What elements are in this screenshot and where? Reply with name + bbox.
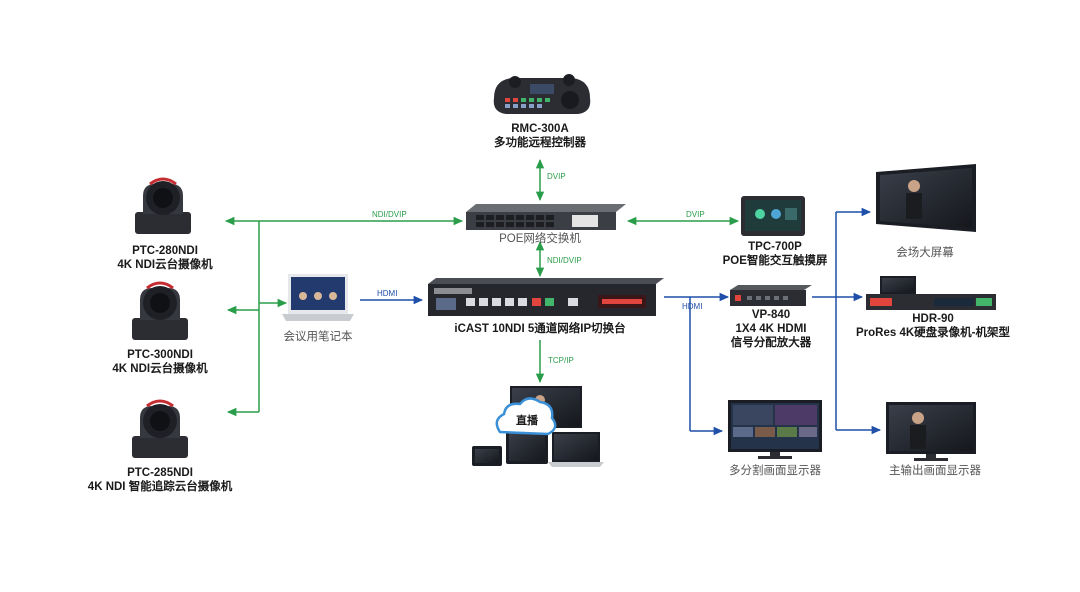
conn-label-switch-touch: DVIP	[686, 210, 705, 219]
big-screen-label: 会场大屏幕	[896, 247, 954, 259]
vp840-label: VP-840 1X4 4K HDMI 信号分配放大器	[706, 308, 836, 350]
cam3-model: PTC-285NDI	[127, 467, 193, 479]
conn-label-switch-icast: NDI/DVIP	[547, 256, 582, 265]
touch-panel-label: TPC-700P POE智能交互触摸屏	[700, 240, 850, 268]
link-vp840-outputs	[812, 207, 882, 435]
cam3-label: PTC-285NDI 4K NDI 智能追踪云台摄像机	[70, 466, 250, 494]
controller-label: RMC-300A 多功能远程控制器	[470, 122, 610, 150]
cam1-desc: 4K NDI云台摄像机	[117, 259, 213, 271]
laptop-label: 会议用笔记本	[283, 331, 353, 343]
link-cameras-switch	[224, 216, 464, 417]
conn-label-icast-vp840: HDMI	[682, 302, 703, 311]
ptz-camera-icon-2	[132, 281, 188, 340]
hdr90-model: HDR-90	[912, 313, 954, 325]
monitor-icon-main-output	[886, 402, 976, 461]
conn-label-laptop-icast: HDMI	[377, 289, 398, 298]
icast-label: iCAST 10NDI 5通道网络IP切换台	[454, 323, 626, 335]
cam2-desc: 4K NDI云台摄像机	[112, 363, 208, 375]
touch-panel-icon	[741, 196, 805, 236]
cam2-model: PTC-300NDI	[127, 349, 193, 361]
hdr90-desc: ProRes 4K硬盘录像机-机架型	[856, 327, 1010, 339]
conn-label-cameras-switch: NDI/DVIP	[372, 210, 407, 219]
link-icast-vp840	[664, 292, 730, 436]
main-output-label: 主输出画面显示器	[889, 465, 981, 477]
cam1-label: PTC-280NDI 4K NDI云台摄像机	[90, 244, 240, 272]
controller-icon	[493, 74, 591, 114]
switch-label: POE网络交换机	[499, 233, 581, 245]
hdr90-label: HDR-90 ProRes 4K硬盘录像机-机架型	[838, 312, 1028, 340]
video-switcher-icon	[428, 278, 664, 316]
controller-desc: 多功能远程控制器	[494, 137, 586, 149]
controller-model: RMC-300A	[511, 123, 569, 135]
network-switch-icon	[466, 204, 626, 230]
conn-label-icast-stream: TCP/IP	[548, 356, 574, 365]
multiview-label: 多分割画面显示器	[729, 465, 821, 477]
recorder-icon	[866, 276, 996, 310]
monitor-icon-big-screen	[876, 164, 976, 232]
vp840-model: VP-840	[751, 309, 791, 321]
touch-panel-desc: POE智能交互触摸屏	[722, 255, 828, 267]
laptop-icon	[282, 274, 354, 321]
cam3-desc: 4K NDI 智能追踪云台摄像机	[87, 481, 233, 493]
touch-panel-model: TPC-700P	[748, 241, 802, 253]
conn-label-controller-switch: DVIP	[547, 172, 566, 181]
cloud-icon	[495, 397, 557, 436]
cam1-model: PTC-280NDI	[132, 245, 198, 257]
splitter-icon	[730, 285, 812, 306]
vp840-spec: 1X4 4K HDMI	[735, 323, 807, 335]
cloud-label: 直播	[516, 413, 539, 427]
vp840-desc: 信号分配放大器	[730, 337, 812, 349]
cam2-label: PTC-300NDI 4K NDI云台摄像机	[85, 348, 235, 376]
ptz-camera-icon-1	[135, 177, 191, 234]
ptz-camera-icon-3	[132, 399, 188, 458]
monitor-icon-multiview	[728, 400, 822, 459]
